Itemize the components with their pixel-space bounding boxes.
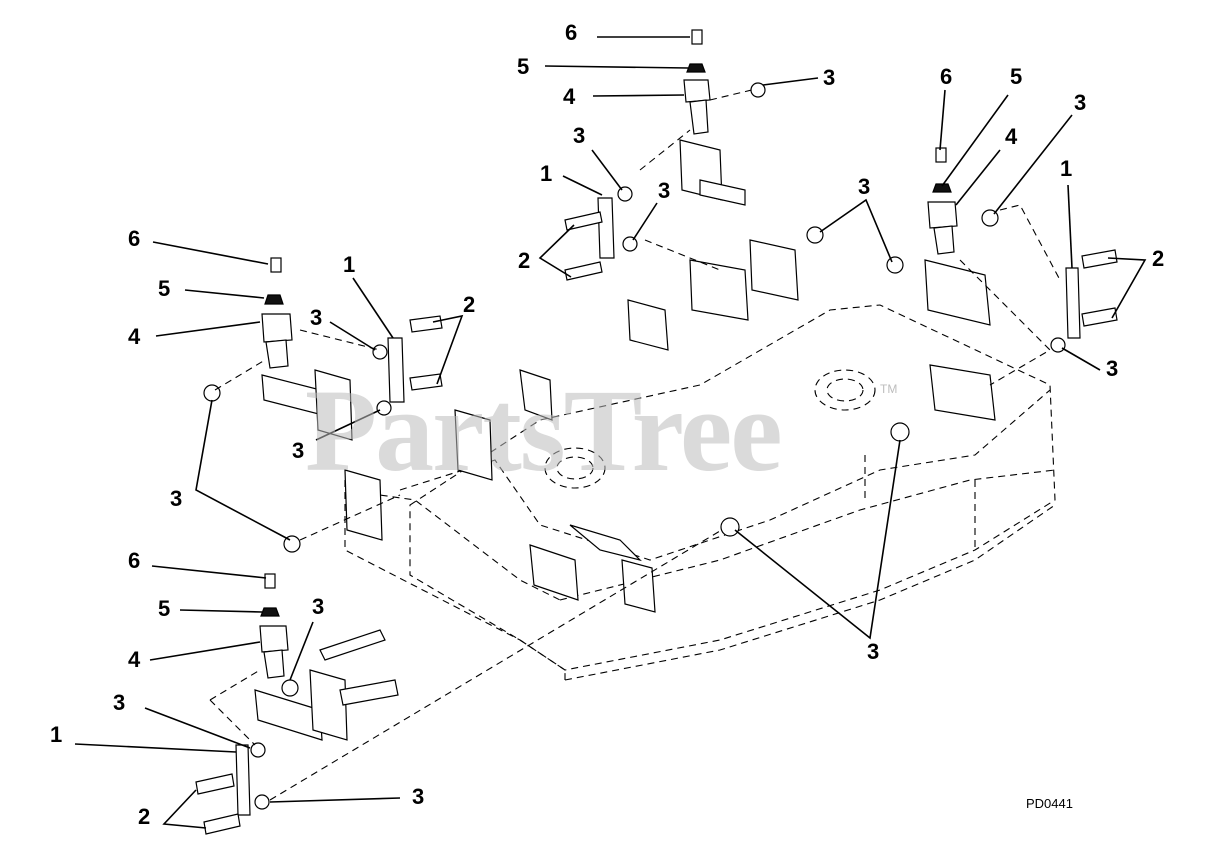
callout-3: 3 [310, 305, 323, 330]
upper-center-assembly [564, 29, 799, 351]
callout-5: 5 [158, 596, 171, 621]
lower-left-assembly [195, 524, 731, 835]
callout-3: 3 [573, 123, 586, 148]
callout-3: 3 [412, 784, 425, 809]
callout-3: 3 [1106, 356, 1119, 381]
watermark: PartsTree [305, 365, 783, 496]
callout-2: 2 [463, 292, 476, 317]
callout-3: 3 [658, 178, 671, 203]
callout-3: 3 [113, 690, 126, 715]
leader-lines [74, 36, 1147, 829]
callout-6: 6 [128, 226, 141, 251]
flange-nut-3 [720, 517, 740, 537]
callout-4: 4 [128, 324, 141, 349]
upper-left-assembly [203, 257, 443, 553]
callout-1: 1 [343, 252, 356, 277]
callout-6: 6 [940, 64, 953, 89]
drawing-code: PD0441 [1026, 796, 1073, 811]
callout-6: 6 [128, 548, 141, 573]
callout-2: 2 [138, 804, 151, 829]
callout-3: 3 [170, 486, 183, 511]
callout-3: 3 [867, 639, 880, 664]
callout-4: 4 [563, 84, 576, 109]
callout-3: 3 [292, 438, 305, 463]
callout-5: 5 [517, 54, 530, 79]
callout-5: 5 [158, 276, 171, 301]
callout-2: 2 [518, 248, 531, 273]
callout-1: 1 [540, 161, 553, 186]
callout-6: 6 [565, 20, 578, 45]
callout-3: 3 [823, 65, 836, 90]
callout-1: 1 [1060, 156, 1073, 181]
trademark-mark: TM [880, 382, 898, 396]
callout-4: 4 [1005, 124, 1018, 149]
mower-deck [344, 304, 1056, 681]
callout-3: 3 [312, 594, 325, 619]
callout-1: 1 [50, 722, 63, 747]
callout-2: 2 [1152, 246, 1165, 271]
callout-5: 5 [1010, 64, 1023, 89]
upper-right-assembly [806, 147, 1118, 386]
flange-nut-3 [890, 422, 910, 442]
callout-3: 3 [858, 174, 871, 199]
callout-3: 3 [1074, 90, 1087, 115]
callout-4: 4 [128, 647, 141, 672]
